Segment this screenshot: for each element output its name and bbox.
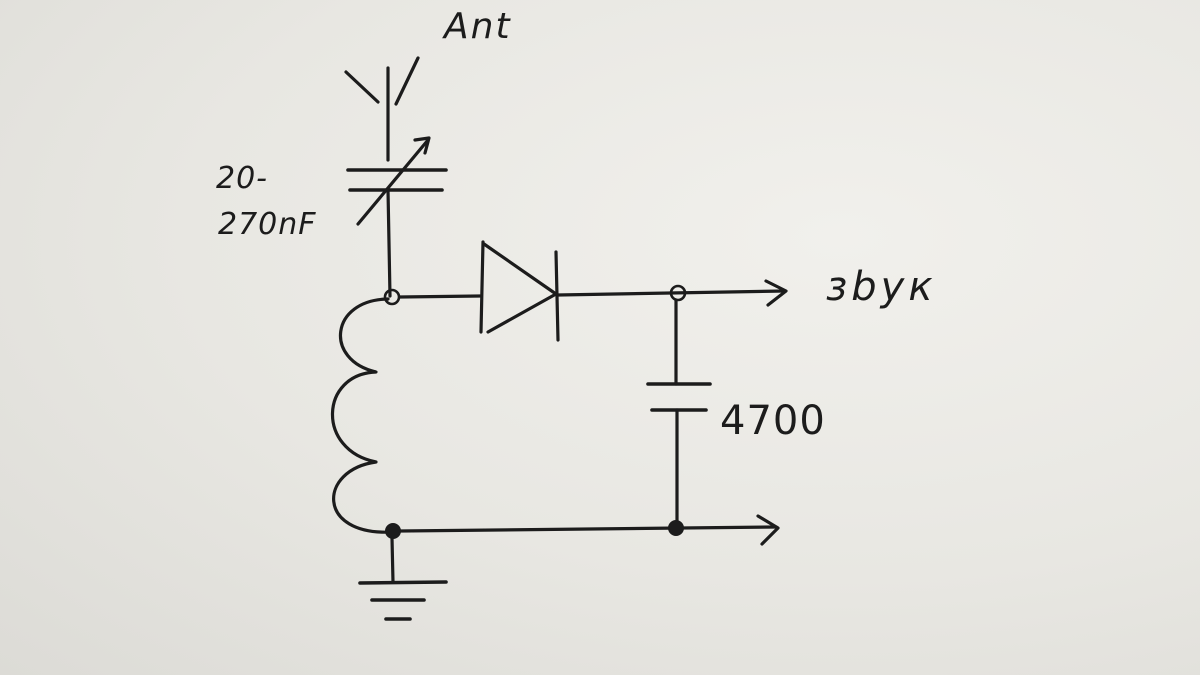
bottom-junction-node xyxy=(385,523,401,539)
variable-capacitor-symbol xyxy=(346,136,448,298)
diode-symbol xyxy=(479,240,560,342)
variable-capacitor-min-label: 20- xyxy=(216,161,268,196)
inductor-coil xyxy=(330,297,394,534)
fixed-capacitor-symbol xyxy=(646,298,712,526)
output-junction-node xyxy=(669,284,687,302)
output-arrow-top xyxy=(764,279,788,307)
antenna-label: Ant xyxy=(442,6,512,47)
output-arrow-bottom xyxy=(756,514,780,546)
antenna-symbol xyxy=(344,56,420,162)
variable-capacitor-max-label: 270nF xyxy=(218,207,317,242)
top-junction-node xyxy=(383,288,401,306)
output-label: зbук xyxy=(826,264,937,310)
ground-symbol xyxy=(358,536,448,621)
capacitor-value-label: 4700 xyxy=(720,398,826,444)
